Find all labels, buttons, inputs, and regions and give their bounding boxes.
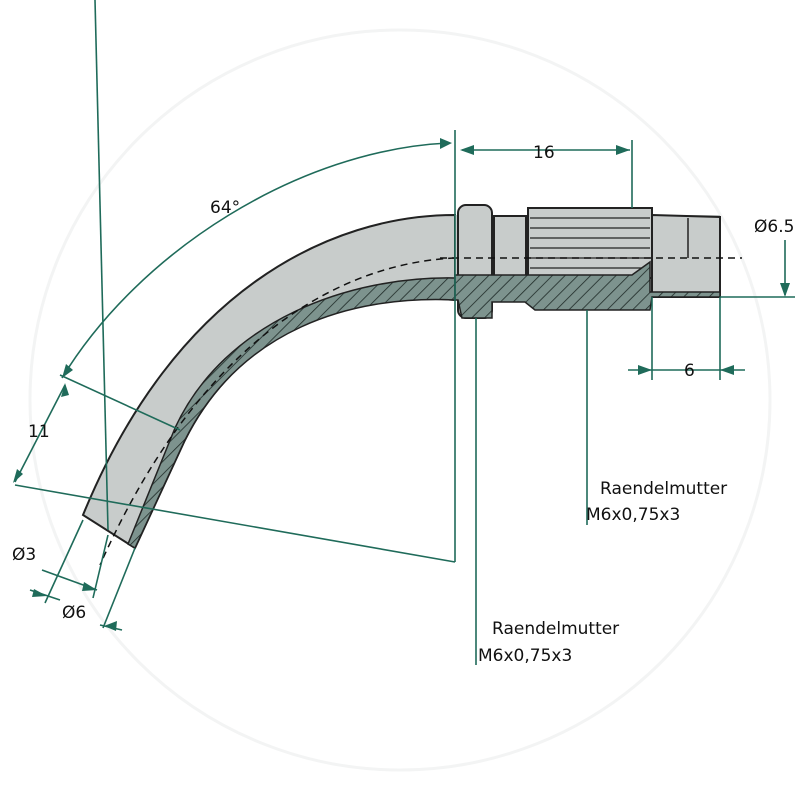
callout-name: Raendelmutter: [600, 479, 727, 499]
length-16-label: 16: [533, 143, 555, 163]
callout-name: Raendelmutter: [492, 619, 619, 639]
fitting: [440, 204, 742, 319]
watermark-circle: [28, 28, 772, 772]
callout-spec: M6x0,75x3: [586, 505, 680, 525]
dimension-lines: [13, 0, 795, 665]
diameter-6-5-label: Ø6.5: [754, 217, 794, 237]
angle-label: 64°: [210, 198, 240, 218]
length-11-label: 11: [28, 422, 50, 442]
diameter-3-label: Ø3: [12, 545, 36, 565]
centerline: [99, 257, 456, 566]
diameter-6-label: Ø6: [62, 603, 86, 623]
bent-tube: [81, 213, 456, 566]
callout-spec: M6x0,75x3: [478, 646, 572, 666]
length-6-label: 6: [684, 361, 695, 381]
knurling: [530, 217, 650, 269]
